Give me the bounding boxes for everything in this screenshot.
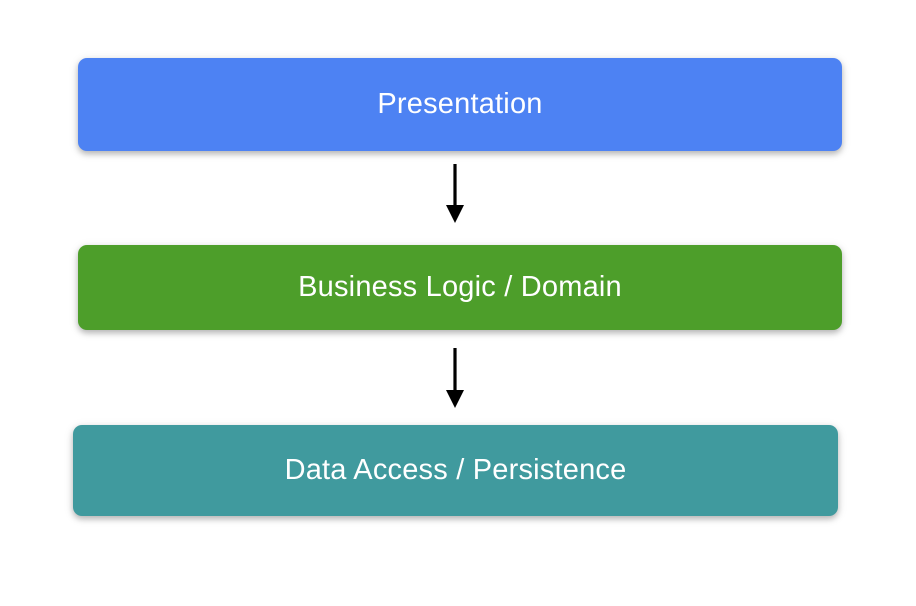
layer-box-data-access[interactable]: Data Access / Persistence [73,425,838,516]
arrow-down-icon [446,164,464,223]
layer-label-business-logic: Business Logic / Domain [298,271,622,303]
connector-presentation-to-business [430,160,480,228]
layer-box-business-logic[interactable]: Business Logic / Domain [78,245,842,330]
arrow-down-icon [446,348,464,408]
connector-business-to-data [430,343,480,413]
arrow-head [446,390,464,408]
layer-label-presentation: Presentation [377,88,543,120]
arrow-head [446,205,464,223]
layer-label-data-access: Data Access / Persistence [284,454,627,486]
layer-box-presentation[interactable]: Presentation [78,58,842,151]
